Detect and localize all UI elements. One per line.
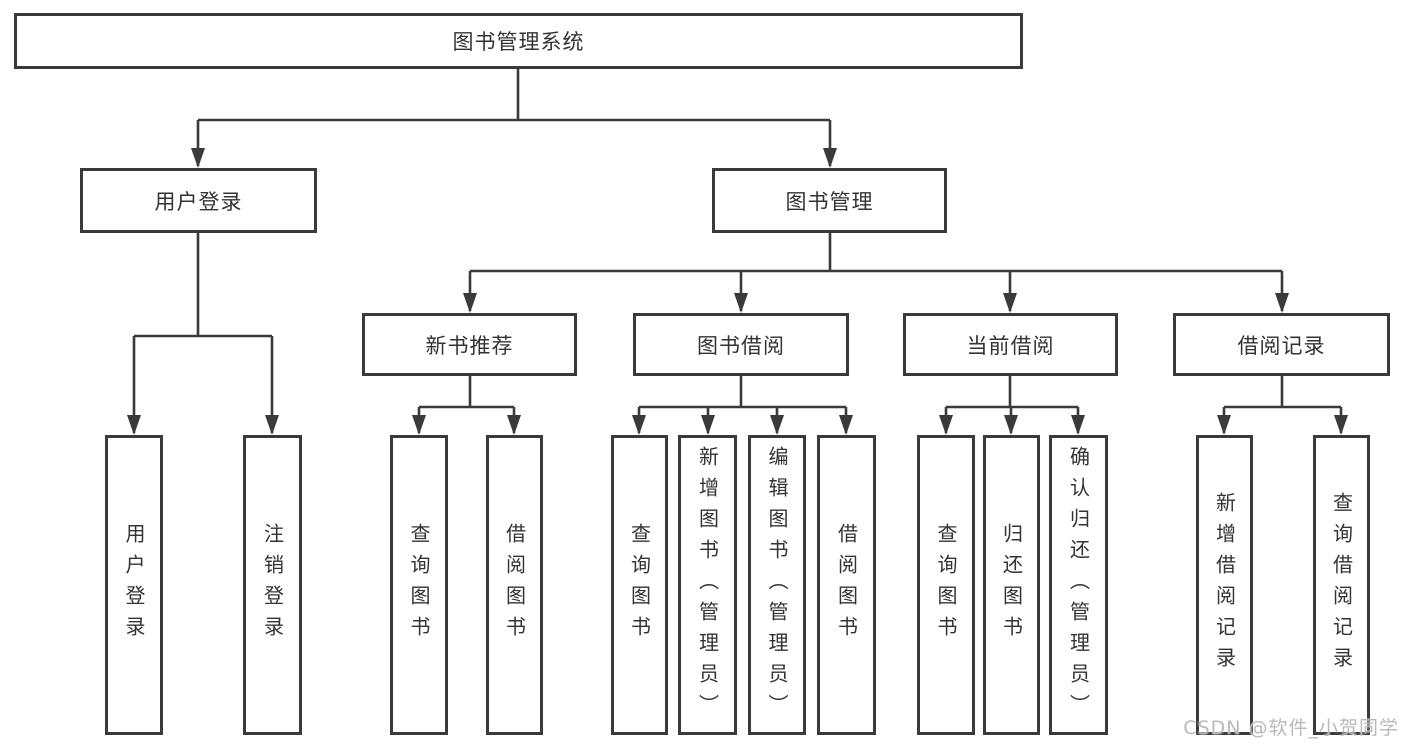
leaf-return-book-label: 归还图书 — [999, 523, 1024, 647]
leaf-logout-label: 注销登录 — [260, 523, 285, 647]
leaf-borrow-book-label: 借阅图书 — [834, 523, 859, 647]
node-new-book-recommend: 新书推荐 — [362, 313, 577, 376]
leaf-user-login-label: 用户登录 — [122, 523, 146, 647]
node-book-management: 图书管理 — [712, 168, 947, 233]
node-root-system: 图书管理系统 — [14, 13, 1023, 69]
leaf-add-borrow-record: 新增借阅记录 — [1196, 435, 1253, 735]
node-user-login: 用户登录 — [80, 168, 317, 233]
leaf-add-borrow-record-label: 新增借阅记录 — [1212, 492, 1237, 678]
leaf-edit-book-admin: 编辑图书（管理员） — [748, 435, 806, 735]
node-current-borrow: 当前借阅 — [903, 313, 1118, 376]
leaf-query-book-borrow: 查询图书 — [611, 435, 668, 735]
connector-paths — [132, 69, 1343, 433]
leaf-query-book-recommend: 查询图书 — [390, 435, 448, 735]
leaf-edit-book-admin-label: 编辑图书（管理员） — [765, 445, 789, 725]
leaf-borrow-book-recommend-label: 借阅图书 — [502, 523, 527, 647]
leaf-query-borrow-record-label: 查询借阅记录 — [1329, 492, 1354, 678]
leaf-confirm-return-admin-label: 确认归还（管理员） — [1066, 445, 1091, 725]
leaf-add-book-admin: 新增图书（管理员） — [678, 435, 737, 735]
leaf-return-book: 归还图书 — [983, 435, 1040, 735]
watermark: CSDN @软件_小贺同学 — [1183, 717, 1399, 739]
leaf-query-book-recommend-label: 查询图书 — [407, 523, 431, 647]
leaf-query-book-current: 查询图书 — [917, 435, 975, 735]
leaf-borrow-book: 借阅图书 — [817, 435, 876, 735]
leaf-query-borrow-record: 查询借阅记录 — [1313, 435, 1370, 735]
node-borrow-records: 借阅记录 — [1173, 313, 1390, 376]
leaf-logout: 注销登录 — [243, 435, 302, 735]
leaf-add-book-admin-label: 新增图书（管理员） — [695, 445, 720, 725]
leaf-query-book-borrow-label: 查询图书 — [627, 523, 652, 647]
leaf-user-login: 用户登录 — [105, 435, 163, 735]
leaf-borrow-book-recommend: 借阅图书 — [486, 435, 543, 735]
node-book-borrow: 图书借阅 — [633, 313, 849, 376]
leaf-confirm-return-admin: 确认归还（管理员） — [1049, 435, 1108, 735]
leaf-query-book-current-label: 查询图书 — [934, 523, 958, 647]
